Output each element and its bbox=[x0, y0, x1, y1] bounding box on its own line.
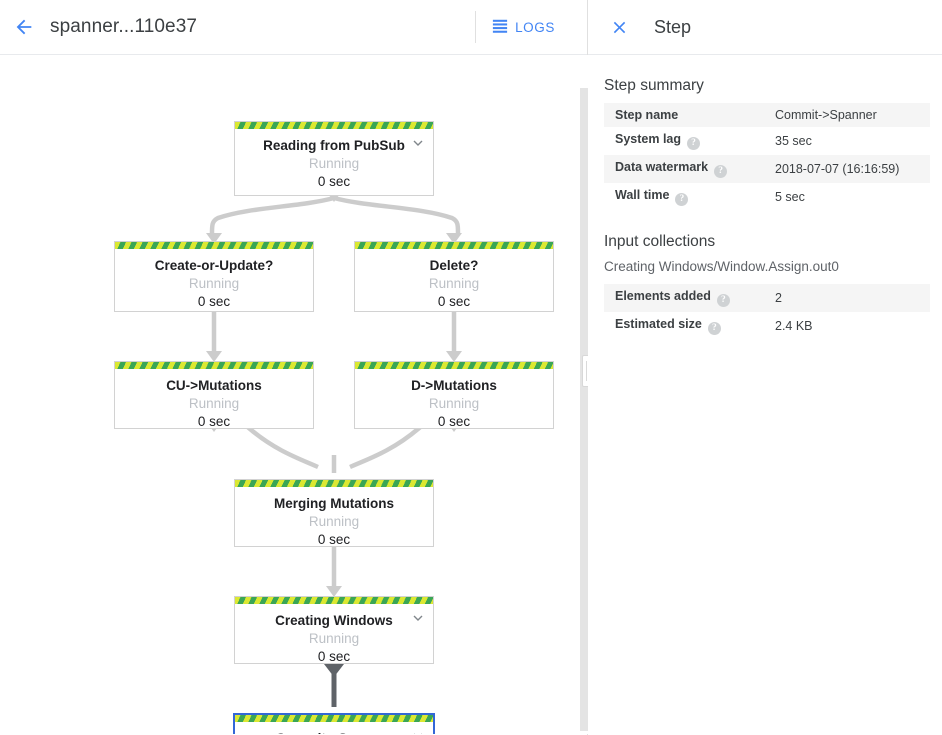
row-value: 2018-07-07 (16:16:59) bbox=[775, 162, 900, 176]
node-status: Running bbox=[188, 276, 240, 291]
graph-node-cu-mutations[interactable]: CU->Mutations Running 0 sec bbox=[114, 361, 314, 429]
node-status-stripe bbox=[235, 122, 433, 129]
row-key: Wall time? bbox=[604, 183, 775, 211]
pane-scrollbar-track[interactable] bbox=[580, 88, 589, 731]
node-time: 0 sec bbox=[197, 294, 231, 309]
table-row: System lag? 35 sec bbox=[604, 127, 930, 155]
help-icon[interactable]: ? bbox=[687, 137, 701, 150]
chevron-down-icon[interactable] bbox=[411, 611, 425, 625]
table-row: Data watermark? 2018-07-07 (16:16:59) bbox=[604, 155, 930, 183]
chevron-down-icon[interactable] bbox=[411, 729, 425, 734]
close-icon[interactable] bbox=[607, 15, 631, 39]
graph-node-delete[interactable]: Delete? Running 0 sec bbox=[354, 241, 554, 312]
row-value: 2.4 KB bbox=[775, 319, 813, 333]
node-body: Reading from PubSub Running 0 sec bbox=[235, 129, 433, 200]
row-key-label: Wall time bbox=[615, 188, 670, 202]
graph-node-d-mutations[interactable]: D->Mutations Running 0 sec bbox=[354, 361, 554, 429]
node-time: 0 sec bbox=[197, 414, 231, 429]
node-status-stripe bbox=[235, 597, 433, 604]
row-key-label: Step name bbox=[615, 108, 679, 122]
row-value: Commit->Spanner bbox=[775, 108, 877, 122]
node-time: 0 sec bbox=[317, 174, 351, 189]
node-status: Running bbox=[308, 514, 360, 529]
node-status: Running bbox=[308, 631, 360, 646]
node-title: Create-or-Update? bbox=[154, 258, 274, 273]
node-status-stripe bbox=[355, 362, 553, 369]
graph-canvas[interactable]: Reading from PubSub Running 0 sec Create… bbox=[0, 55, 588, 734]
node-title: Reading from PubSub bbox=[263, 138, 405, 153]
node-time: 0 sec bbox=[317, 532, 351, 547]
node-status: Running bbox=[428, 276, 480, 291]
node-title: Merging Mutations bbox=[274, 496, 394, 511]
graph-node-creating-windows[interactable]: Creating Windows Running 0 sec bbox=[234, 596, 434, 664]
table-row: Step name Commit->Spanner bbox=[604, 103, 930, 127]
node-status: Running bbox=[308, 156, 360, 171]
row-key-label: System lag bbox=[615, 132, 682, 146]
row-value: 5 sec bbox=[775, 190, 805, 204]
help-icon[interactable]: ? bbox=[707, 322, 721, 335]
help-icon[interactable]: ? bbox=[675, 193, 689, 206]
input-collections-subtitle: Creating Windows/Window.Assign.out0 bbox=[604, 259, 839, 274]
node-time: 0 sec bbox=[437, 414, 471, 429]
table-row: Estimated size? 2.4 KB bbox=[604, 312, 930, 340]
input-collections-heading: Input collections bbox=[604, 233, 716, 250]
node-status: Running bbox=[188, 396, 240, 411]
node-status-stripe bbox=[115, 242, 313, 249]
row-key: Step name bbox=[604, 103, 775, 127]
row-key-label: Data watermark bbox=[615, 160, 709, 174]
input-collections-table: Elements added? 2 Estimated size? 2.4 KB bbox=[604, 284, 930, 340]
arrow-left-icon[interactable] bbox=[12, 15, 36, 39]
step-details-pane: Step Step summary Step name Commit->Span… bbox=[588, 0, 942, 735]
node-body: Create-or-Update? Running 0 sec bbox=[115, 249, 313, 320]
graph-node-commit-spanner[interactable]: Commit->Spanner Part running 5 sec bbox=[233, 713, 435, 734]
table-row: Wall time? 5 sec bbox=[604, 183, 930, 211]
row-key: Elements added? bbox=[604, 284, 775, 312]
row-key: System lag? bbox=[604, 127, 775, 155]
node-body: D->Mutations Running 0 sec bbox=[355, 369, 553, 440]
row-key: Data watermark? bbox=[604, 155, 775, 183]
help-icon[interactable]: ? bbox=[716, 294, 730, 307]
node-title: Creating Windows bbox=[275, 613, 393, 628]
step-summary-table: Step name Commit->Spanner System lag? 35… bbox=[604, 103, 930, 211]
section-gap bbox=[588, 211, 942, 233]
node-status-stripe bbox=[235, 715, 433, 722]
chevron-down-icon[interactable] bbox=[411, 136, 425, 150]
step-panel-header: Step bbox=[588, 0, 942, 55]
list-icon bbox=[492, 18, 508, 37]
node-status-stripe bbox=[355, 242, 553, 249]
row-key: Estimated size? bbox=[604, 312, 775, 340]
graph-node-create-or-update[interactable]: Create-or-Update? Running 0 sec bbox=[114, 241, 314, 312]
graph-node-reading-from-pubsub[interactable]: Reading from PubSub Running 0 sec bbox=[234, 121, 434, 196]
page-title: spanner...110e37 bbox=[50, 16, 198, 37]
node-body: CU->Mutations Running 0 sec bbox=[115, 369, 313, 440]
top-toolbar: spanner...110e37 LOGS bbox=[0, 0, 587, 55]
row-value: 2 bbox=[775, 291, 782, 305]
node-body: Commit->Spanner Part running 5 sec bbox=[235, 722, 433, 734]
node-body: Creating Windows Running 0 sec bbox=[235, 604, 433, 675]
logs-button[interactable]: LOGS bbox=[492, 18, 555, 37]
node-status-stripe bbox=[235, 480, 433, 487]
node-title: Delete? bbox=[429, 258, 479, 273]
row-key-label: Estimated size bbox=[615, 317, 702, 331]
row-value: 35 sec bbox=[775, 134, 812, 148]
step-summary-heading: Step summary bbox=[604, 77, 704, 94]
node-body: Delete? Running 0 sec bbox=[355, 249, 553, 320]
help-icon[interactable]: ? bbox=[714, 165, 728, 178]
node-body: Merging Mutations Running 0 sec bbox=[235, 487, 433, 558]
toolbar-divider bbox=[475, 11, 477, 43]
graph-node-merging-mutations[interactable]: Merging Mutations Running 0 sec bbox=[234, 479, 434, 547]
graph-pane: spanner...110e37 LOGS bbox=[0, 0, 590, 735]
node-title: Commit->Spanner bbox=[235, 730, 433, 734]
node-status: Running bbox=[428, 396, 480, 411]
node-time: 0 sec bbox=[437, 294, 471, 309]
table-row: Elements added? 2 bbox=[604, 284, 930, 312]
node-status-stripe bbox=[115, 362, 313, 369]
step-panel-body: Step summary Step name Commit->Spanner S… bbox=[588, 55, 942, 340]
logs-button-label: LOGS bbox=[515, 19, 555, 35]
step-panel-title: Step bbox=[654, 16, 692, 37]
row-key-label: Elements added bbox=[615, 289, 711, 303]
node-time: 0 sec bbox=[317, 649, 351, 664]
node-title: CU->Mutations bbox=[166, 378, 262, 393]
node-title: D->Mutations bbox=[411, 378, 497, 393]
